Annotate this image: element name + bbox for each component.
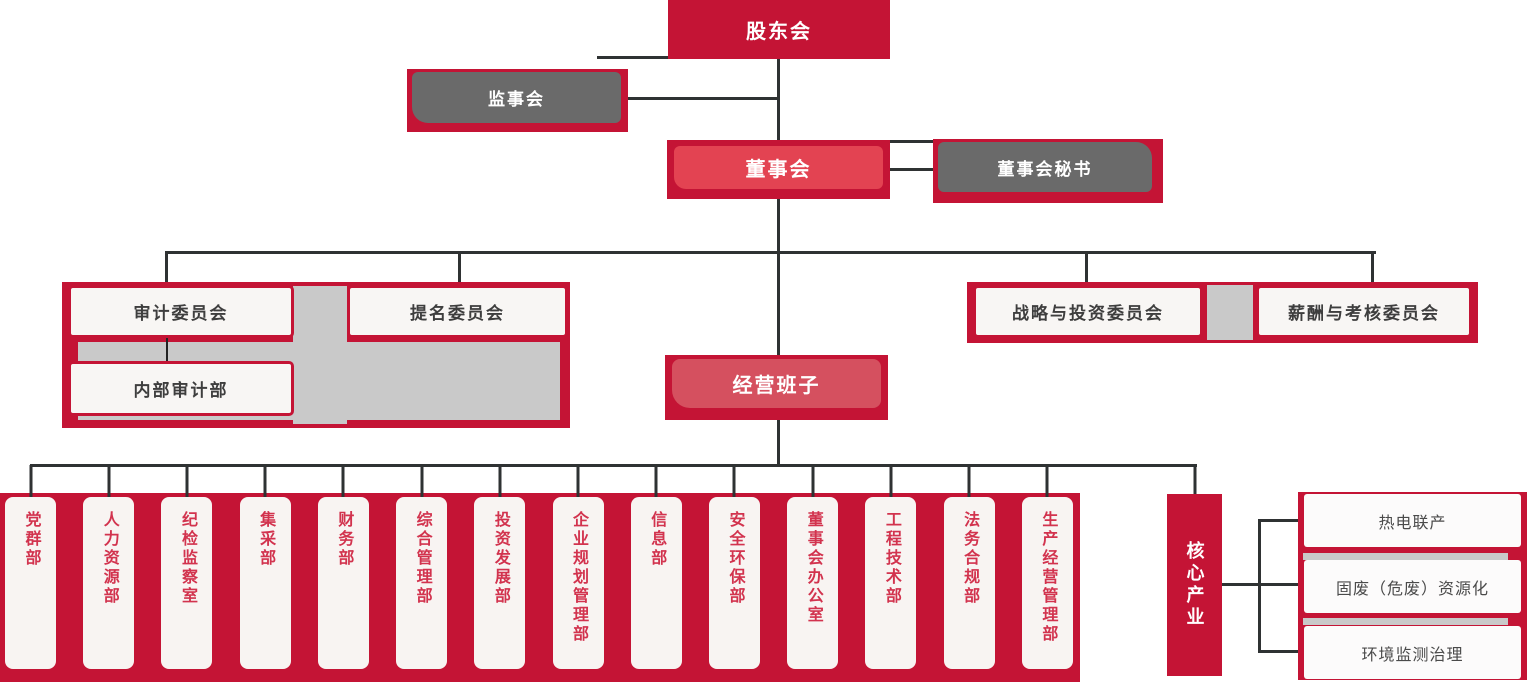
department-box: 企业规划管理部 (552, 465, 604, 669)
node-supervisory-inner: 监事会 (412, 72, 621, 123)
committee-strategy-investment: 战略与投资委员会 (973, 285, 1203, 338)
connector-line (597, 56, 669, 59)
connector-line (165, 251, 1376, 254)
connector-line (886, 140, 936, 143)
committee-group-left: 审计委员会 提名委员会 内部审计部 (62, 282, 570, 428)
connector-drop (458, 251, 461, 284)
committee-compensation-assessment-label: 薪酬与考核委员会 (1288, 304, 1440, 323)
department-box: 安全环保部 (708, 465, 760, 669)
connector-line (777, 199, 780, 356)
connector-drop (1371, 251, 1374, 284)
department-label: 工程技术部 (882, 511, 900, 606)
department-box: 纪检监察室 (161, 465, 213, 669)
department-label: 财务部 (335, 511, 353, 568)
node-board-secretary-label: 董事会秘书 (997, 159, 1093, 179)
connector-drop (654, 465, 658, 497)
department-label: 人力资源部 (100, 511, 118, 606)
gray-filler (1207, 285, 1253, 340)
industry-group: 热电联产 固废（危废）资源化 环境监测治理 (1298, 492, 1527, 680)
connector-drop (29, 465, 32, 497)
department-label: 投资发展部 (491, 511, 509, 606)
gray-divider (1303, 618, 1508, 625)
dept-internal-audit: 内部审计部 (68, 361, 294, 416)
connector-line (1258, 519, 1304, 522)
node-management-label: 经营班子 (732, 375, 821, 397)
department-label: 综合管理部 (413, 511, 431, 606)
connector-line (1222, 583, 1304, 586)
connector-line (886, 168, 936, 171)
committee-audit: 审计委员会 (68, 285, 294, 338)
connector-drop (165, 251, 168, 284)
department-box: 党群部 (5, 465, 56, 669)
node-board: 董事会 (667, 140, 890, 199)
industry-box: 热电联产 (1304, 494, 1521, 547)
connector-line (1258, 519, 1261, 653)
department-label: 生产经营管理部 (1039, 511, 1057, 644)
connector-line (628, 97, 779, 100)
connector-drop (107, 465, 111, 497)
department-box: 集采部 (239, 465, 291, 669)
node-board-secretary-inner: 董事会秘书 (938, 142, 1152, 192)
node-management: 经营班子 (665, 355, 888, 420)
industry-box: 固废（危废）资源化 (1304, 560, 1521, 613)
connector-drop (1045, 465, 1049, 497)
department-box: 财务部 (317, 465, 369, 669)
committee-nomination: 提名委员会 (347, 285, 568, 338)
connector-drop (967, 465, 971, 497)
department-label: 安全环保部 (726, 511, 744, 606)
connector-line (30, 464, 1197, 467)
dept-internal-audit-label: 内部审计部 (133, 381, 229, 400)
department-label: 企业规划管理部 (570, 511, 588, 644)
department-box: 信息部 (630, 465, 682, 669)
gray-divider (1303, 553, 1508, 560)
department-strip: 党群部 人力资源部 纪检监察室 集采部 财务部 (0, 465, 1080, 682)
connector-drop (498, 465, 502, 497)
department-box: 投资发展部 (474, 465, 526, 669)
department-label: 纪检监察室 (178, 511, 196, 606)
connector-line (1258, 650, 1304, 653)
committee-audit-label: 审计委员会 (133, 304, 229, 323)
department-label: 集采部 (257, 511, 275, 568)
node-supervisory-label: 监事会 (488, 90, 545, 109)
committee-compensation-assessment: 薪酬与考核委员会 (1256, 285, 1472, 338)
committee-group-right: 战略与投资委员会 薪酬与考核委员会 (967, 282, 1478, 343)
connector-line (166, 336, 168, 364)
connector-drop (811, 465, 815, 497)
node-core-industry: 核心产业 (1167, 465, 1222, 676)
committee-strategy-investment-label: 战略与投资委员会 (1012, 304, 1164, 323)
connector-drop (732, 465, 736, 497)
department-label: 信息部 (648, 511, 666, 568)
node-management-inner: 经营班子 (672, 359, 881, 408)
connector-drop (263, 465, 267, 497)
connector-drop (341, 465, 345, 497)
department-box: 工程技术部 (865, 465, 917, 669)
connector-drop (420, 465, 424, 497)
department-label: 董事会办公室 (804, 511, 822, 625)
industry-label: 环境监测治理 (1361, 646, 1464, 664)
department-box: 法务合规部 (943, 465, 995, 669)
industry-label: 固废（危废）资源化 (1335, 580, 1489, 598)
department-box: 人力资源部 (83, 465, 135, 669)
node-board-label: 董事会 (745, 159, 812, 181)
node-shareholders: 股东会 (668, 0, 890, 59)
industry-label: 热电联产 (1378, 514, 1447, 532)
connector-drop (1085, 251, 1088, 284)
department-label: 党群部 (22, 511, 40, 568)
industry-box: 环境监测治理 (1304, 626, 1521, 679)
node-shareholders-label: 股东会 (746, 21, 812, 43)
node-core-industry-label: 核心产业 (1184, 541, 1205, 629)
connector-drop (576, 465, 580, 497)
department-label: 法务合规部 (961, 511, 979, 606)
connector-line (777, 419, 780, 467)
node-board-secretary: 董事会秘书 (933, 139, 1163, 203)
connector-drop (889, 465, 893, 497)
committee-nomination-label: 提名委员会 (410, 304, 505, 323)
department-box: 综合管理部 (396, 465, 448, 669)
node-supervisory: 监事会 (407, 69, 628, 132)
department-box: 董事会办公室 (787, 465, 839, 669)
node-board-inner: 董事会 (674, 146, 883, 189)
connector-drop (1193, 465, 1196, 494)
connector-drop (185, 465, 189, 497)
department-box: 生产经营管理部 (1021, 465, 1073, 669)
